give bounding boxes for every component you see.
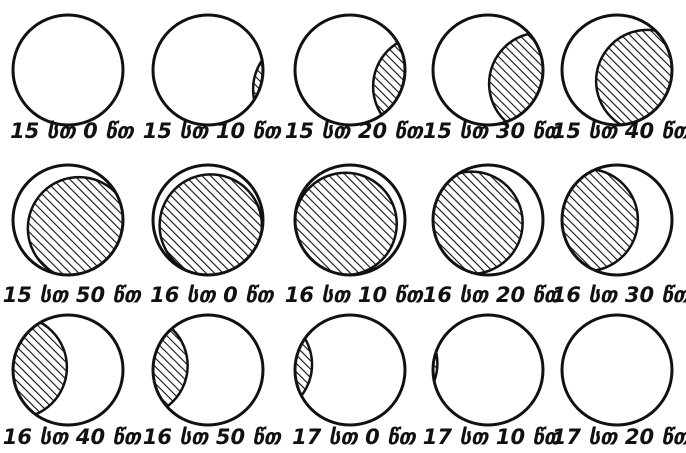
eclipse-frame: 17 სთ 20 წთ	[552, 315, 686, 449]
frame-time-label: 16 სთ 50 წთ	[143, 425, 283, 449]
frame-time-label: 17 სთ 0 წთ	[292, 425, 417, 449]
eclipse-frame: 15 სთ 40 წთ	[552, 15, 686, 143]
eclipse-frame: 15 სთ 0 წთ	[10, 15, 135, 143]
frame-time-label: 16 სთ 40 წთ	[3, 425, 143, 449]
frame-time-label: 15 სთ 0 წთ	[10, 119, 135, 143]
eclipse-frame: 16 სთ 0 წთ	[150, 165, 275, 307]
eclipse-frame: 16 სთ 40 წთ	[0, 315, 143, 449]
frame-time-label: 17 სთ 20 წთ	[552, 425, 686, 449]
frame-time-label: 17 სთ 10 წთ	[423, 425, 563, 449]
moon-shadow	[596, 30, 686, 132]
moon-shadow	[536, 169, 638, 271]
eclipse-frame: 16 სთ 30 წთ	[536, 165, 686, 307]
eclipse-frame: 16 სთ 10 წთ	[285, 165, 425, 307]
frame-time-label: 16 სთ 20 წთ	[423, 283, 563, 307]
frame-time-label: 15 სთ 50 წთ	[3, 283, 143, 307]
frame-time-label: 15 სთ 10 წთ	[143, 119, 283, 143]
frame-time-label: 15 სთ 40 წთ	[552, 119, 686, 143]
frame-time-label: 16 სთ 0 წთ	[150, 283, 275, 307]
frame-time-label: 15 სთ 30 წთ	[423, 119, 563, 143]
moon-shadow	[160, 174, 262, 276]
moon-shadow	[420, 172, 522, 274]
eclipse-frame: 16 სთ 20 წთ	[420, 165, 562, 307]
frame-time-label: 16 სთ 10 წთ	[285, 283, 425, 307]
frame-time-label: 15 სთ 20 წთ	[285, 119, 425, 143]
frame-time-label: 16 სთ 30 წთ	[552, 283, 686, 307]
eclipse-frame: 15 სთ 50 წთ	[3, 165, 143, 307]
